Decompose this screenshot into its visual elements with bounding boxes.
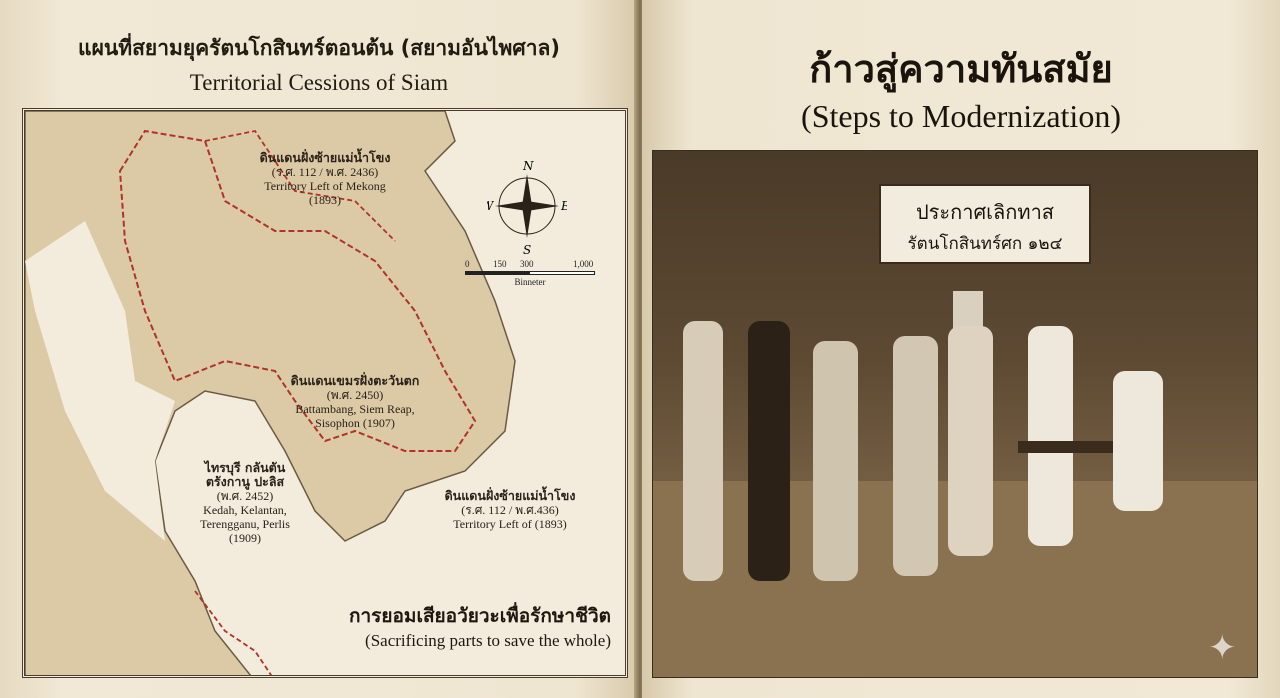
right-title-thai: ก้าวสู่ความทันสมัย xyxy=(809,47,1113,91)
siam-border xyxy=(118,129,477,452)
map-drawing xyxy=(25,111,516,675)
compass-rose-icon: N S E W xyxy=(487,156,567,256)
svg-text:W: W xyxy=(487,199,495,213)
svg-text:E: E xyxy=(560,199,567,213)
south-border xyxy=(194,590,273,675)
map-title-en: Territorial Cessions of Siam xyxy=(189,70,449,95)
sepia-photo: ประกาศเลิกทาส รัตนโกสินทร์ศก ๑๒๔ xyxy=(652,150,1258,678)
map-title-thai: แผนที่สยามยุครัตนโกสินทร์ตอนต้น (สยามอัน… xyxy=(78,36,560,60)
gulf-sea xyxy=(25,221,175,541)
label-mekong-2: ดินแดนฝั่งซ้ายแม่น้ำโขง (ร.ศ. 112 / พ.ศ.… xyxy=(444,488,576,532)
right-title-en: (Steps to Modernization) xyxy=(801,98,1121,134)
cession-border xyxy=(204,129,396,242)
svg-text:S: S xyxy=(523,243,531,256)
motto: การยอมเสียอวัยวะเพื่อรักษาชีวิต (Sacrifi… xyxy=(349,605,611,650)
scale-bar: 0 150 300 1,000 Binneter xyxy=(465,259,595,287)
proclamation-sign: ประกาศเลิกทาส รัตนโกสินทร์ศก ๑๒๔ xyxy=(879,184,1091,264)
label-west-cambodia: ดินแดนเขมรฝั่งตะวันตก (พ.ศ. 2450) Battam… xyxy=(290,373,420,431)
sparkle-icon: ✦ xyxy=(1208,628,1237,668)
map: ดินแดนฝั่งซ้ายแม่น้ำโขง (ร.ศ. 112 / พ.ศ.… xyxy=(22,108,628,678)
label-mekong-1: ดินแดนฝั่งซ้ายแม่น้ำโขง (ร.ศ. 112 / พ.ศ.… xyxy=(259,150,391,208)
label-malay-states: ไทรบุรี กลันตัน ตรังกานู ปะลิส (พ.ศ. 245… xyxy=(200,460,290,546)
photo-scene xyxy=(653,291,1257,677)
left-page: แผนที่สยามยุครัตนโกสินทร์ตอนต้น (สยามอัน… xyxy=(0,0,638,698)
svg-text:N: N xyxy=(522,159,534,173)
mainland-land xyxy=(25,111,516,675)
